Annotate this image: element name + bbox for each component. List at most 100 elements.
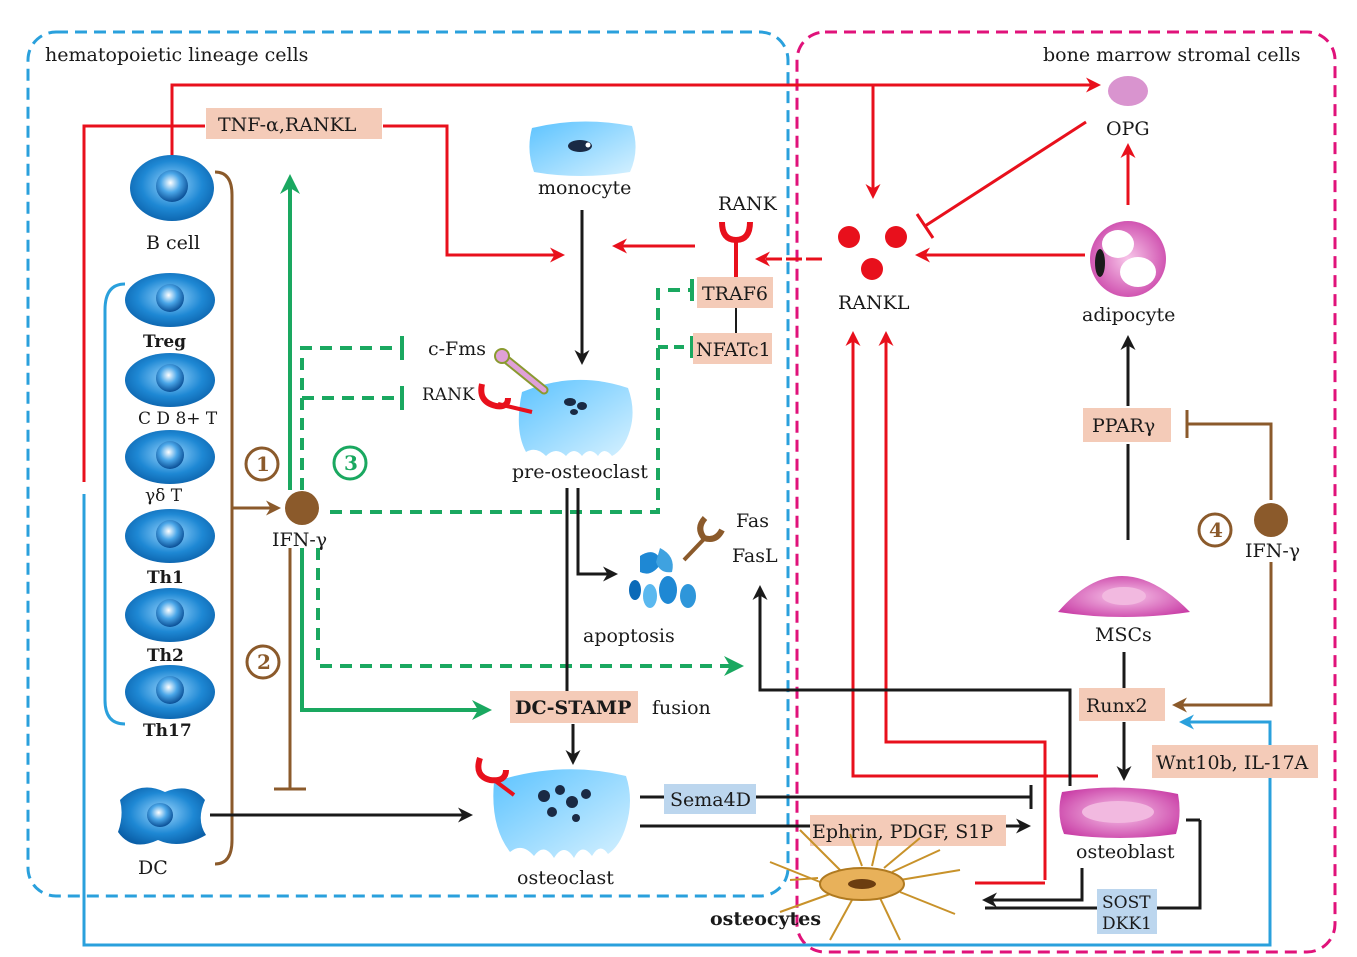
cfms-label: c-Fms [428,338,486,360]
fusion-label: fusion [652,697,711,719]
ifng-left-dot [285,491,319,525]
wnt-label: Wnt10b, IL-17A [1156,752,1309,774]
rankl-molecules [838,226,907,280]
t-cell-bracket [103,282,126,726]
dc-label: DC [138,857,168,879]
osteoclast-cell [493,769,630,858]
th2-label: Th2 [147,646,184,666]
runx2-box [1079,688,1165,721]
gamma-delta-label: γδ T [145,486,183,506]
hematopoietic-region-label: hematopoietic lineage cells [45,44,308,66]
osteoblast-label: osteoblast [1076,841,1175,863]
hematopoietic-region [26,30,790,898]
sema4d-label: Sema4D [670,789,751,811]
runx2-label: Runx2 [1086,695,1148,717]
svg-text:3: 3 [344,451,358,475]
traf6-box [697,277,773,308]
b-cell-label: B cell [146,232,200,254]
ifng-right-dot [1254,503,1288,537]
pre-osteoclast-label: pre-osteoclast [512,461,648,483]
pparg-label: PPARγ [1092,415,1155,437]
opg-molecule [1108,76,1148,106]
osteocytes-label: osteocytes [710,908,821,930]
treg-label: Treg [143,332,186,352]
ephrin-box [810,815,1006,846]
b-cell [130,155,214,221]
cfms-receptor [494,348,549,395]
mscs-label: MSCs [1095,624,1152,646]
tnf-rankl-label: TNF-α,RANKL [218,114,357,136]
th1-cell [125,509,215,563]
opg-inhibits-rankl-line [924,120,1087,228]
fas-receptor [682,515,725,562]
th1-label: Th1 [147,568,184,588]
dc-stamp-label: DC-STAMP [515,697,631,719]
traf6-label: TRAF6 [702,283,768,305]
rankl-label: RANKL [838,292,910,314]
dc-stamp-box [510,691,638,723]
green-dash-fusion [316,548,744,676]
osteoblast-to-fasl-arrow [752,585,1072,786]
marker-3: 3 [332,445,368,481]
blue-bottom-connector [82,494,1272,947]
cd8-label: C D 8+ T [138,409,218,429]
osteocytes-cell [769,829,961,941]
sost-dkk1-inhibition [985,820,1202,910]
ifng-right-label: IFN-γ [1245,540,1300,562]
nfatc1-label: NFATc1 [696,339,771,361]
green-dash-traf6 [330,288,690,514]
wnt-box [1152,745,1318,778]
monocyte-cell [529,121,636,176]
svg-text:1: 1 [256,452,270,476]
th17-cell [125,665,215,719]
cd8-t-cell [125,353,215,407]
ifng-right-to-runx2-arrow [1172,562,1273,713]
pre-osteoclast-cell [518,379,633,456]
sost-dkk1-box [1097,889,1157,934]
apoptosis-fragments [629,548,696,608]
ephrin-label: Ephrin, PDGF, S1P [812,821,993,843]
treg-cell [125,273,215,327]
marker-1: 1 [244,446,280,482]
rank-mid-label: RANK [422,385,475,405]
monocyte-label: monocyte [538,177,631,199]
dc-cell [118,787,206,845]
svg-text:4: 4 [1209,518,1223,542]
fasl-label: FasL [732,545,778,567]
left-red-bracket [82,124,205,482]
tnf-to-monocyte-arrow [383,124,565,263]
b-cell-to-opg-line [170,77,1101,158]
stromal-region [795,30,1337,954]
osteoclast-label: osteoclast [517,867,614,889]
opg-label: OPG [1106,118,1150,140]
nfatc1-box [693,333,772,364]
ifng-left-label: IFN-γ [272,529,327,551]
osteoblast-cell [1059,787,1180,838]
osteoclast-rank-receptor [475,757,516,797]
immune-brown-bracket [214,170,234,866]
osteoblast-to-rankl-red-2 [878,331,1047,880]
osteoblast-to-osteocytes-arrow [982,868,1084,908]
sost-label: SOST [1102,893,1151,913]
rank-receptor-top [719,221,753,244]
pre-osteoclast-to-apoptosis-arrow [576,488,618,582]
rank-receptor-mid [478,383,533,414]
dkk1-label: DKK1 [1102,914,1152,934]
apoptosis-label: apoptosis [583,625,675,647]
msc-cell [1058,576,1190,617]
sema4d-box [664,784,756,814]
marker-4: 4 [1197,512,1233,548]
th2-cell [125,588,215,642]
svg-text:2: 2 [257,650,271,674]
th17-label: Th17 [143,721,192,741]
stromal-region-label: bone marrow stromal cells [1043,44,1301,66]
rank-top-label: RANK [718,193,778,215]
green-dash-cfms [300,346,400,490]
marker-2: 2 [245,644,281,680]
pparg-box [1083,408,1171,442]
ifng-right-inhibits-pparg [1188,422,1273,500]
osteoblast-to-rankl-red-1 [845,331,1098,778]
fas-label: Fas [736,510,769,532]
tnf-rankl-box [206,108,382,139]
